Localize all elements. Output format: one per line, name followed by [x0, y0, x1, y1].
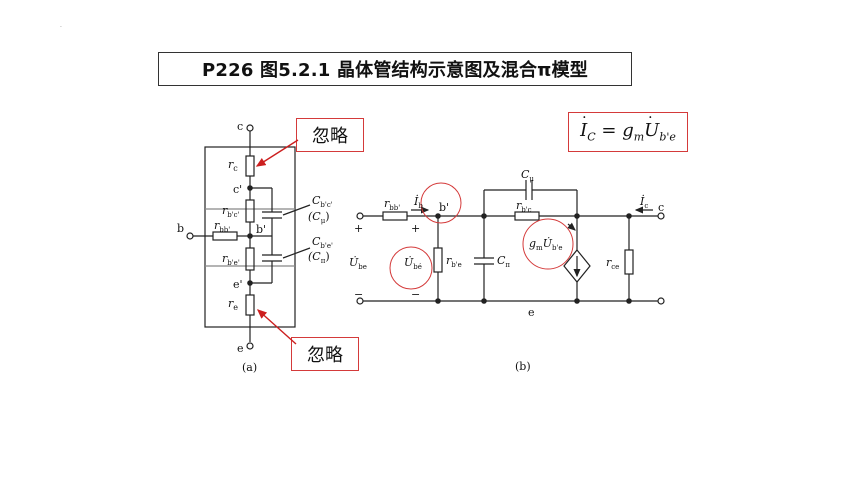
terminal-c-a — [246, 124, 254, 132]
label-minus-inner: − — [411, 288, 420, 301]
resistor-rbc — [245, 199, 255, 223]
label-rbb-b: rbb' — [384, 197, 400, 212]
arrow-to-rc — [255, 139, 299, 167]
label-e-a: e — [237, 342, 244, 355]
label-rbe-b: rb'e — [446, 254, 462, 269]
terminal-e-b-right — [657, 297, 665, 305]
label-b-a: b — [177, 222, 184, 235]
caption-a: (a) — [242, 361, 257, 374]
label-c-a: c — [237, 120, 243, 133]
label-rbb-a: rbb' — [214, 219, 230, 234]
terminal-e-a — [246, 342, 254, 350]
highlight-circle-gm — [522, 218, 574, 270]
label-b-prime: b' — [256, 223, 266, 236]
label-re: re — [228, 297, 238, 312]
label-e-prime: e' — [233, 278, 243, 291]
label-ube-inner: U̇bé — [404, 256, 422, 271]
diagram-b — [356, 180, 665, 305]
label-rbe: rb'e' — [222, 252, 240, 267]
diagram-a-labels: c e b c' b' e' rc rb'c' rbb' rb'e' re Cb… — [177, 120, 333, 374]
label-cap-top: Cb'c' — [312, 194, 333, 209]
label-c-b: c — [658, 201, 664, 214]
resistor-rbb-b — [382, 211, 408, 221]
terminal-b-a — [186, 232, 194, 240]
callout-ignore-top: 忽略 — [296, 118, 364, 152]
label-cpi: Cπ — [497, 254, 510, 269]
label-cap-bot-alt: (Cπ) — [308, 250, 330, 265]
label-ube-outer: U̇be — [349, 256, 367, 271]
label-cmu: Cμ — [521, 168, 534, 183]
diagram-a — [186, 124, 311, 350]
highlight-circle-bprime — [420, 182, 462, 224]
label-e-b: e — [528, 306, 535, 319]
callout-ignore-bottom: 忽略 — [291, 337, 359, 371]
resistor-rce — [624, 249, 634, 275]
resistor-rc — [245, 155, 255, 177]
label-ib: İb — [413, 194, 423, 210]
slide-title: P226 图5.2.1 晶体管结构示意图及混合π模型 — [158, 52, 632, 86]
terminal-c-b — [657, 212, 665, 220]
corner-dot: . — [60, 22, 62, 29]
label-rbc: rb'c' — [222, 204, 240, 219]
formula-text: I·C = gmU·b'e — [580, 110, 676, 144]
label-cap-top-alt: (Cμ) — [308, 210, 330, 225]
label-plus-inner: + — [411, 222, 420, 235]
resistor-re — [245, 294, 255, 316]
diagram-b-labels: rbb' İb b' Cμ rb'c İc c + + − − U̇be U̇b… — [349, 168, 664, 373]
arrow-to-re — [256, 309, 297, 345]
resistor-rbe-b — [433, 247, 443, 273]
label-plus-left: + — [354, 222, 363, 235]
label-gm: gmU̇b'e — [529, 237, 563, 252]
terminal-b-b — [356, 212, 364, 220]
label-rbc-b: rb'c — [516, 199, 532, 214]
label-bprime-b: b' — [439, 201, 449, 214]
resistor-rbe — [245, 247, 255, 271]
label-rce: rce — [606, 256, 619, 271]
label-rc: rc — [228, 158, 238, 173]
label-minus-left: − — [354, 288, 363, 301]
highlight-circle-ube — [389, 246, 433, 290]
formula-box: I·C = gmU·b'e — [568, 110, 688, 152]
label-c-prime: c' — [233, 183, 242, 196]
caption-b: (b) — [515, 360, 531, 373]
label-cap-bot: Cb'e' — [312, 235, 333, 250]
label-ic: İc — [639, 194, 648, 210]
